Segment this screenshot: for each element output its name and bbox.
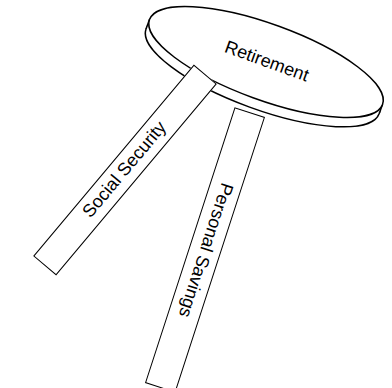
stool-leg: Personal Savings bbox=[145, 107, 265, 388]
stool-label: Social Security bbox=[79, 118, 171, 222]
stool-label: Personal Savings bbox=[174, 180, 236, 319]
